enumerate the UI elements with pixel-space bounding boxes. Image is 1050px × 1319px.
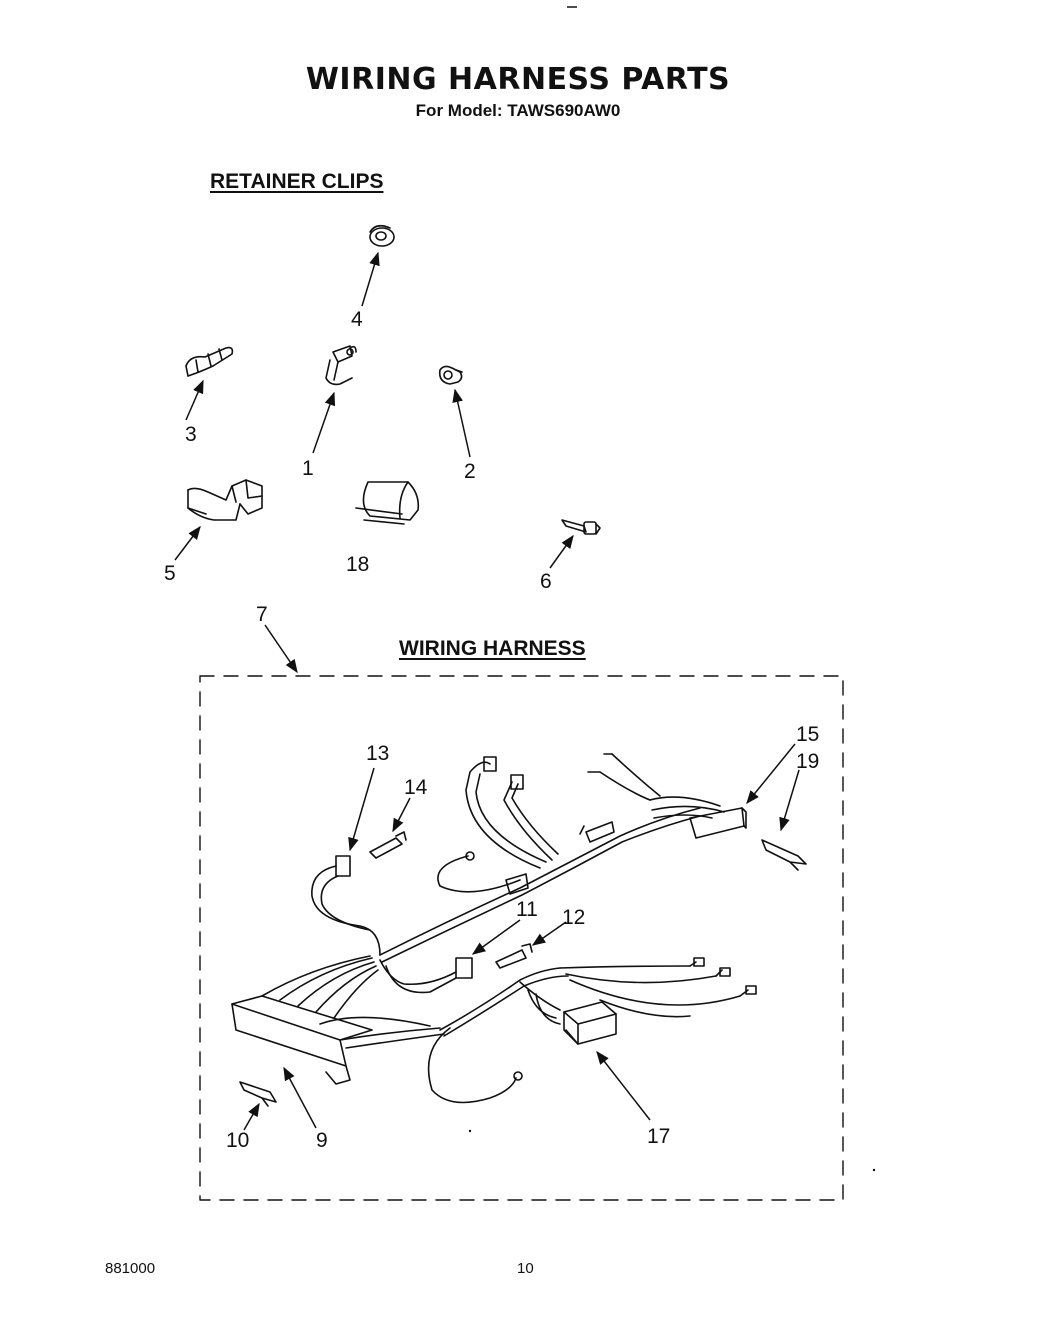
ground-wire-top bbox=[437, 855, 521, 893]
callout-6: 6 bbox=[540, 570, 552, 593]
wire-loop-a bbox=[465, 761, 541, 869]
model-subtitle: For Model: TAWS690AW0 bbox=[415, 101, 621, 120]
connector-15 bbox=[649, 796, 747, 839]
callout-7: 7 bbox=[256, 603, 268, 626]
connector-17 bbox=[439, 957, 757, 1045]
connector-13 bbox=[311, 855, 381, 956]
retainer-clips-heading: RETAINER CLIPS bbox=[210, 170, 384, 193]
callout-10: 10 bbox=[226, 1129, 250, 1152]
page-number: 10 bbox=[517, 1260, 534, 1277]
part-5-clip bbox=[187, 479, 263, 521]
callout-11: 11 bbox=[516, 898, 538, 921]
part-3-clip bbox=[185, 346, 234, 377]
wiring-harness-heading: WIRING HARNESS bbox=[399, 637, 586, 660]
callout-3: 3 bbox=[185, 423, 197, 446]
part-1-clip bbox=[325, 345, 357, 386]
harness-enclosure bbox=[199, 675, 844, 1201]
document-number: 881000 bbox=[105, 1260, 156, 1277]
part-19-terminal bbox=[761, 839, 807, 871]
callout-5: 5 bbox=[164, 562, 176, 585]
part-10-terminal bbox=[239, 1081, 277, 1107]
part-18-sleeve bbox=[355, 481, 420, 525]
page-title: WIRING HARNESS PARTS bbox=[305, 62, 731, 97]
part-14-terminal bbox=[369, 831, 407, 859]
part-4-grommet bbox=[369, 224, 395, 247]
callout-17: 17 bbox=[647, 1125, 671, 1148]
callout-19: 19 bbox=[796, 750, 820, 773]
callout-9: 9 bbox=[316, 1129, 328, 1152]
ground-wire-bottom bbox=[427, 1027, 517, 1104]
callout-14: 14 bbox=[404, 776, 428, 799]
callout-18: 18 bbox=[346, 553, 370, 576]
connector-11 bbox=[379, 957, 473, 994]
callout-15: 15 bbox=[796, 723, 820, 746]
callout-12: 12 bbox=[562, 906, 586, 929]
terminal-top-a bbox=[483, 756, 497, 772]
callout-2: 2 bbox=[464, 460, 476, 483]
callout-13: 13 bbox=[366, 742, 390, 765]
part-6-push-pin bbox=[561, 519, 601, 535]
part-12-terminal bbox=[495, 943, 533, 969]
part-2-grommet bbox=[438, 365, 463, 385]
terminal-top-b bbox=[510, 774, 524, 790]
connector-9 bbox=[231, 955, 445, 1085]
callout-1: 1 bbox=[302, 457, 314, 480]
harness-main-trunk bbox=[379, 807, 701, 963]
callout-4: 4 bbox=[351, 308, 363, 331]
